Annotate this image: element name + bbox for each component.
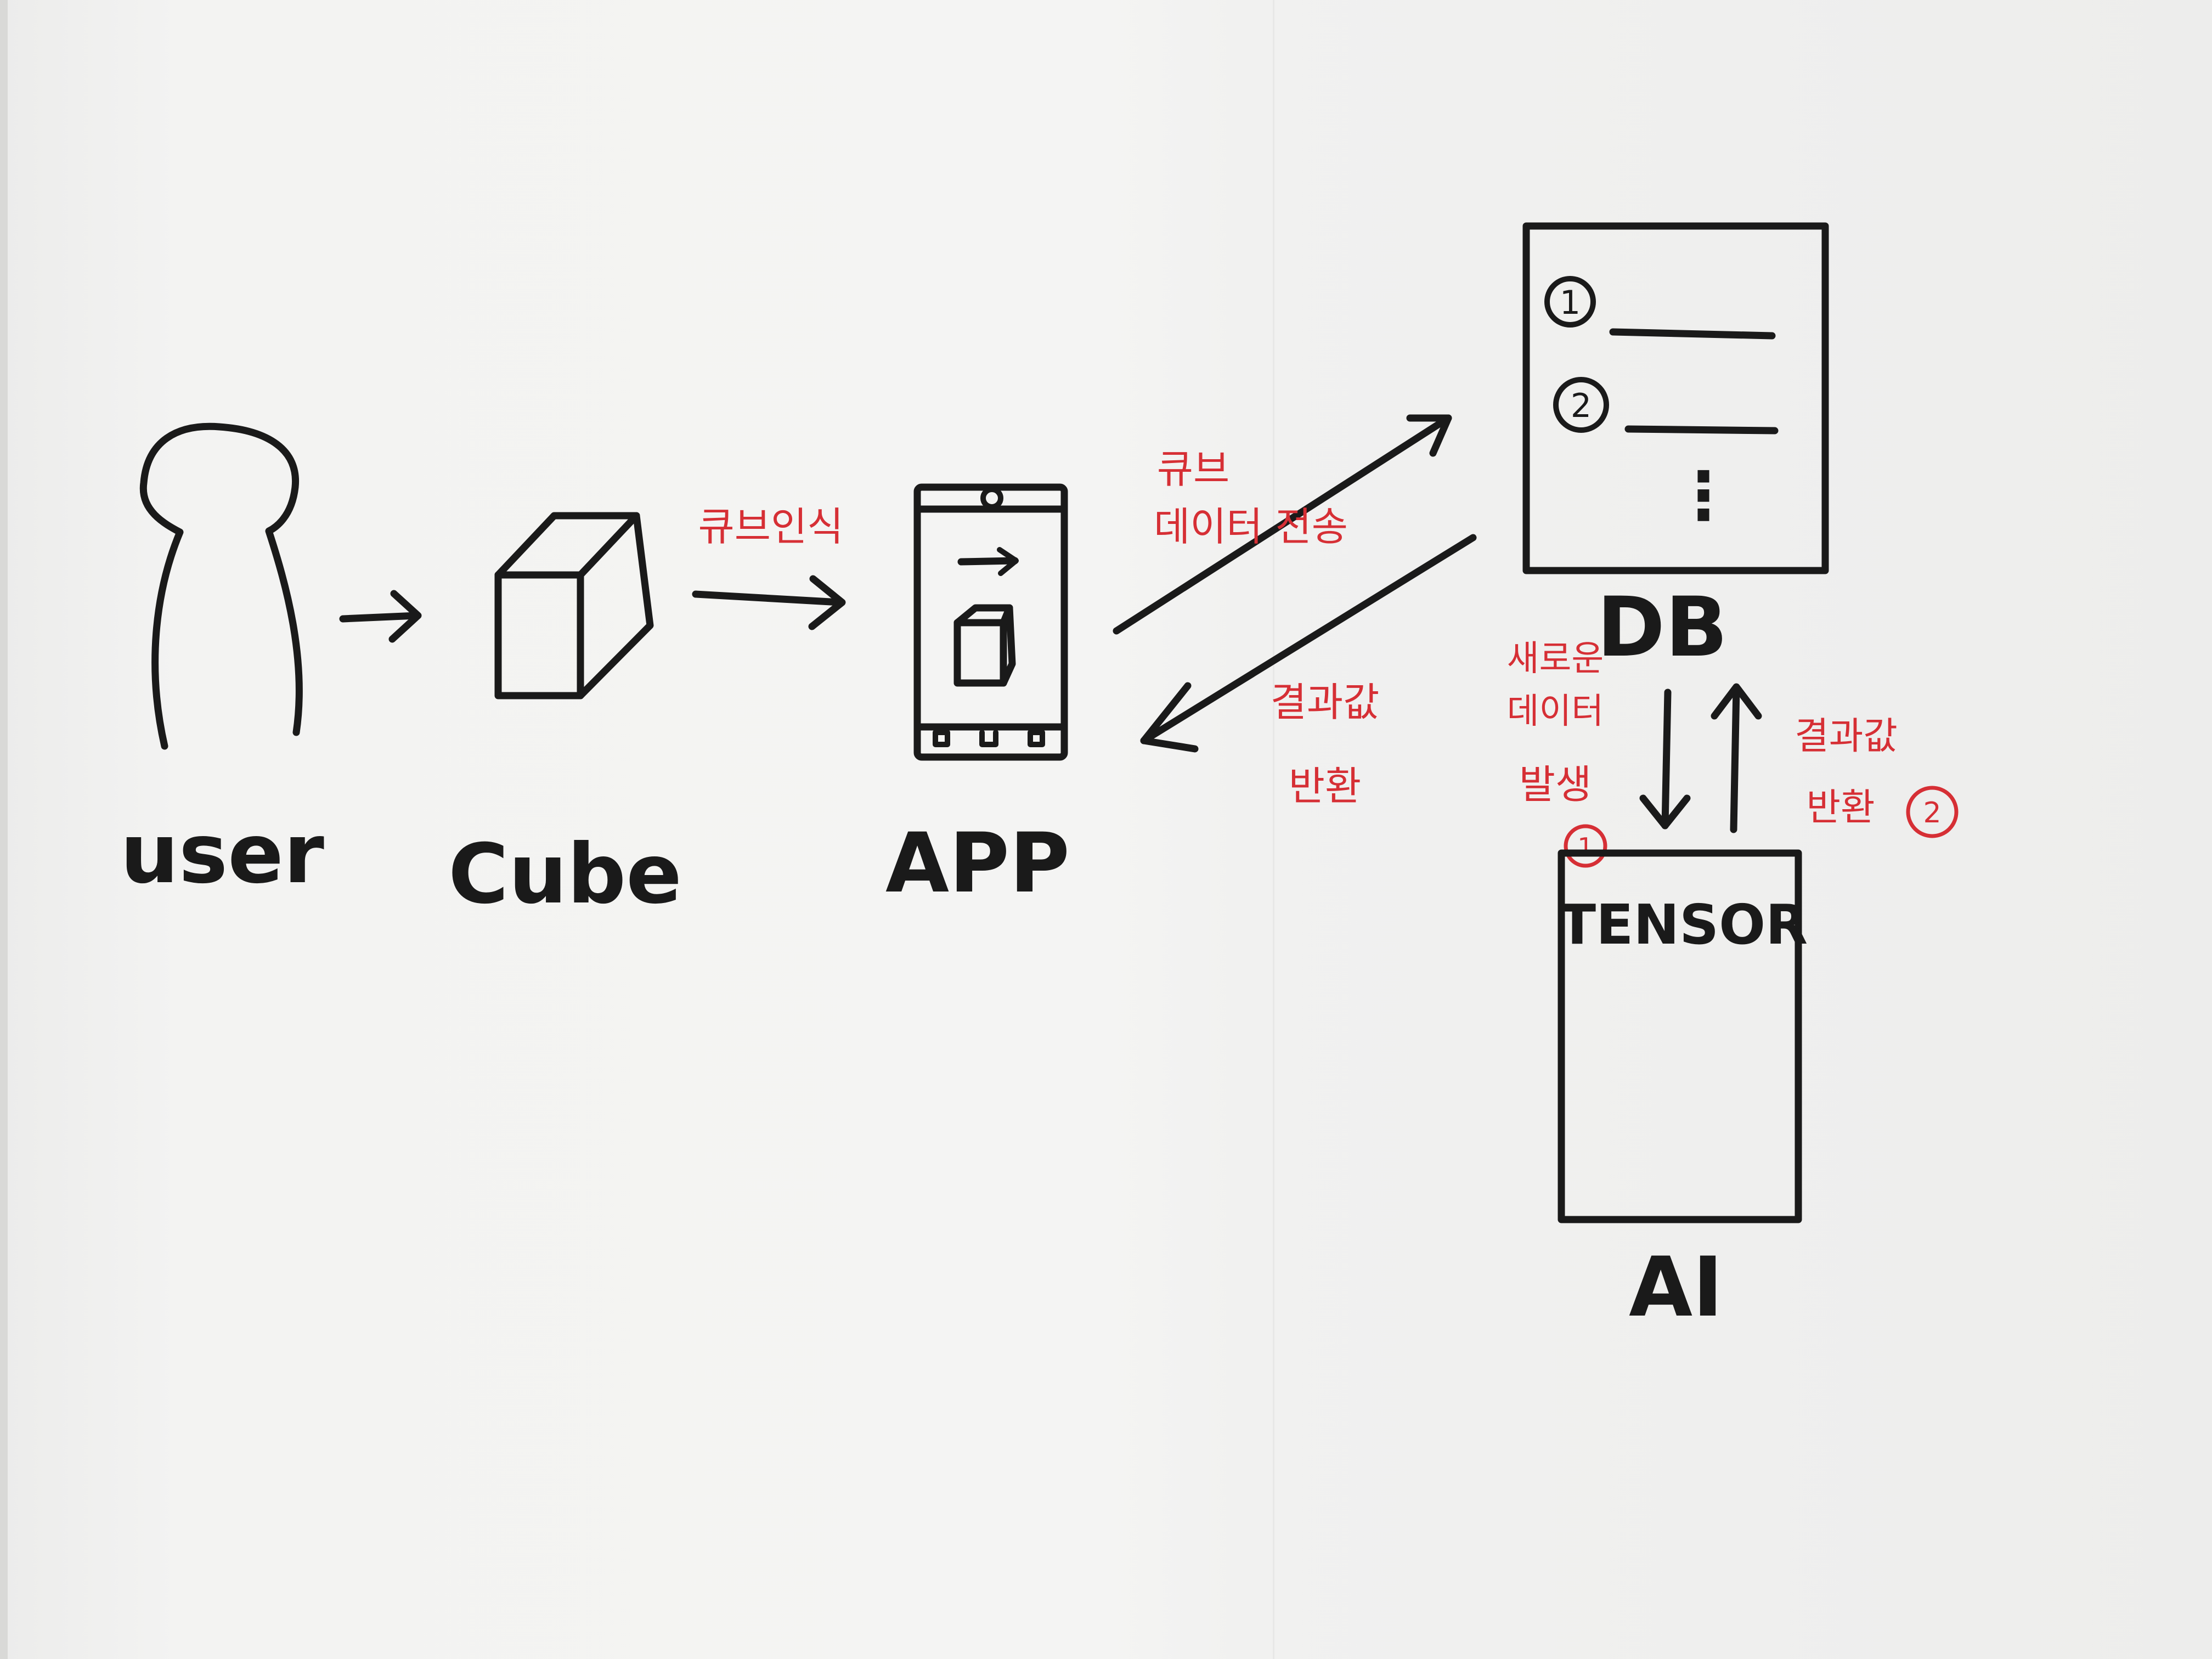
return-result-note-line2: 반환 (1289, 763, 1361, 809)
step-1-number: 1 (1577, 832, 1593, 862)
app-node: APP (885, 483, 1070, 911)
db-node: 1 2 ⋮ DB (1522, 222, 1829, 675)
ai-label: AI (1629, 1240, 1723, 1335)
db-box (1522, 222, 1829, 574)
ai-node: TENSOR AI (1558, 849, 1808, 1335)
ai-result-note-line1: 결과값 (1795, 715, 1898, 758)
db-record-2: 2 (1553, 377, 1779, 435)
app-label: APP (885, 816, 1070, 911)
new-data-note-line3: 발생 (1519, 761, 1592, 808)
step-2-number: 2 (1923, 797, 1941, 830)
db-more-records: ⋮ (1671, 458, 1736, 534)
tensor-label: TENSOR (1559, 893, 1808, 957)
step-1-badge (1564, 824, 1607, 868)
user-figure-icon (139, 422, 303, 750)
db-to-ai-arrow: 새로운 데이터 발생 1 (1507, 639, 1691, 868)
send-cube-data-note-line2: 데이터 전송 (1154, 504, 1348, 550)
new-data-note-line2: 데이터 (1507, 691, 1604, 732)
new-data-note-line1: 새로운 (1507, 639, 1604, 679)
app-to-db-arrow: 큐브 데이터 전송 (1113, 414, 1452, 635)
cube-to-app-arrow: 큐브인식 (692, 504, 846, 630)
tensor-box (1558, 849, 1802, 1223)
user-node: user (120, 422, 324, 902)
db-label: DB (1597, 580, 1728, 675)
cube-recognition-note: 큐브인식 (698, 504, 844, 550)
cube-label: Cube (448, 827, 682, 922)
step-2-badge (1906, 786, 1959, 838)
return-result-note-line1: 결과값 (1271, 679, 1380, 725)
cube-icon (494, 512, 654, 699)
ai-result-note-line2: 반환 (1806, 786, 1875, 830)
phone-icon (913, 483, 1068, 761)
db-to-app-arrow: 결과값 반환 (1140, 534, 1477, 809)
user-to-cube-arrow (339, 590, 422, 643)
db-record-2-number: 2 (1571, 387, 1592, 425)
db-record-1: 1 (1544, 276, 1776, 340)
send-cube-data-note-line1: 큐브 (1157, 446, 1229, 492)
user-label: user (120, 806, 324, 902)
cube-node: Cube (448, 512, 682, 922)
db-record-1-number: 1 (1560, 284, 1581, 322)
ai-to-db-arrow: 결과값 반환 2 (1711, 683, 1959, 838)
